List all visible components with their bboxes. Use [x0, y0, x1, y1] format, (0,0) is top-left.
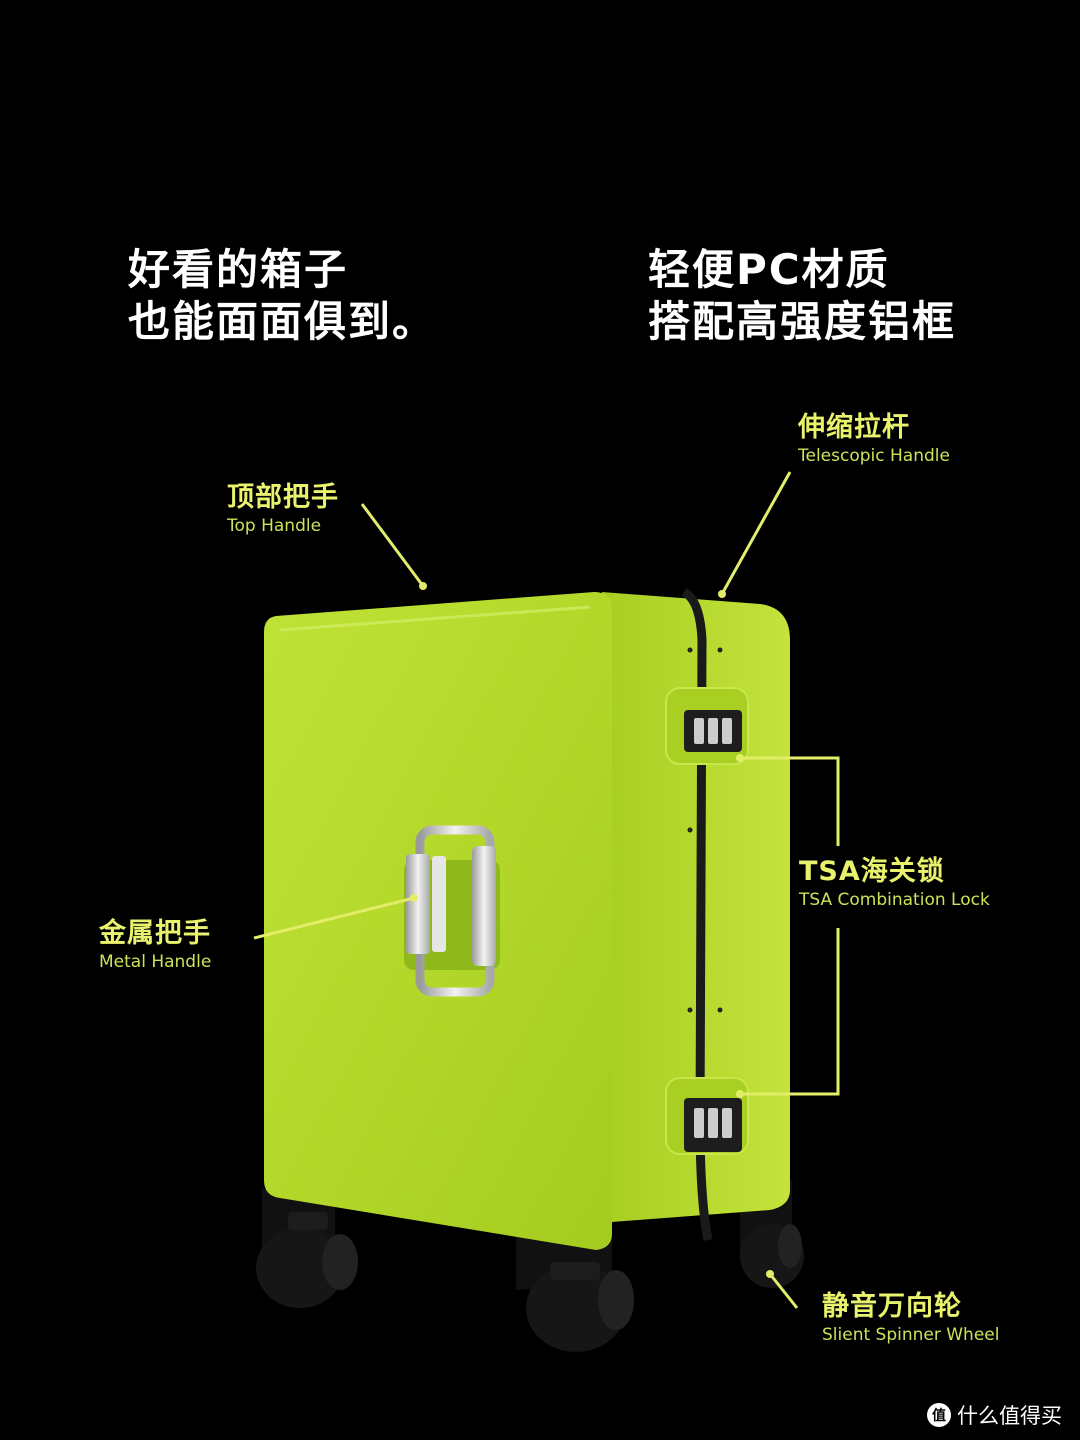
callout-telescopic-handle-en: Telescopic Handle [798, 446, 950, 466]
headline-right-line1: 轻便PC材质 [648, 245, 890, 294]
watermark-text: 什么值得买 [957, 1404, 1062, 1428]
headline-left-line2: 也能面面俱到。 [128, 297, 437, 346]
callout-metal-handle-cn: 金属把手 [99, 918, 211, 949]
headline-right: 轻便PC材质 搭配高强度铝框 [648, 244, 956, 348]
metal-side-handle [404, 825, 500, 997]
callout-leader-lines [253, 471, 840, 1309]
callout-top-handle-cn: 顶部把手 [227, 482, 339, 513]
smzdm-logo-icon: 值 [927, 1403, 951, 1427]
headline-left-line1: 好看的箱子 [128, 245, 349, 294]
callout-spinner-wheel: 静音万向轮 Slient Spinner Wheel [822, 1290, 999, 1346]
headline-right-line2: 搭配高强度铝框 [648, 297, 957, 346]
callout-telescopic-handle-cn: 伸缩拉杆 [798, 412, 910, 443]
callout-tsa-lock-cn: TSA海关锁 [799, 856, 945, 887]
callout-metal-handle: 金属把手 Metal Handle [99, 917, 211, 973]
callout-spinner-wheel-cn: 静音万向轮 [822, 1291, 962, 1322]
callout-telescopic-handle: 伸缩拉杆 Telescopic Handle [798, 411, 950, 467]
callout-top-handle: 顶部把手 Top Handle [227, 481, 339, 537]
headline-left: 好看的箱子 也能面面俱到。 [128, 244, 436, 348]
callout-tsa-lock: TSA海关锁 TSA Combination Lock [799, 855, 990, 911]
callout-tsa-lock-en: TSA Combination Lock [799, 890, 990, 910]
spinner-wheels [256, 1212, 804, 1352]
site-watermark: 值 什么值得买 [927, 1400, 1062, 1430]
callout-spinner-wheel-en: Slient Spinner Wheel [822, 1325, 1000, 1345]
callout-metal-handle-en: Metal Handle [99, 952, 212, 972]
callout-top-handle-en: Top Handle [227, 516, 322, 536]
